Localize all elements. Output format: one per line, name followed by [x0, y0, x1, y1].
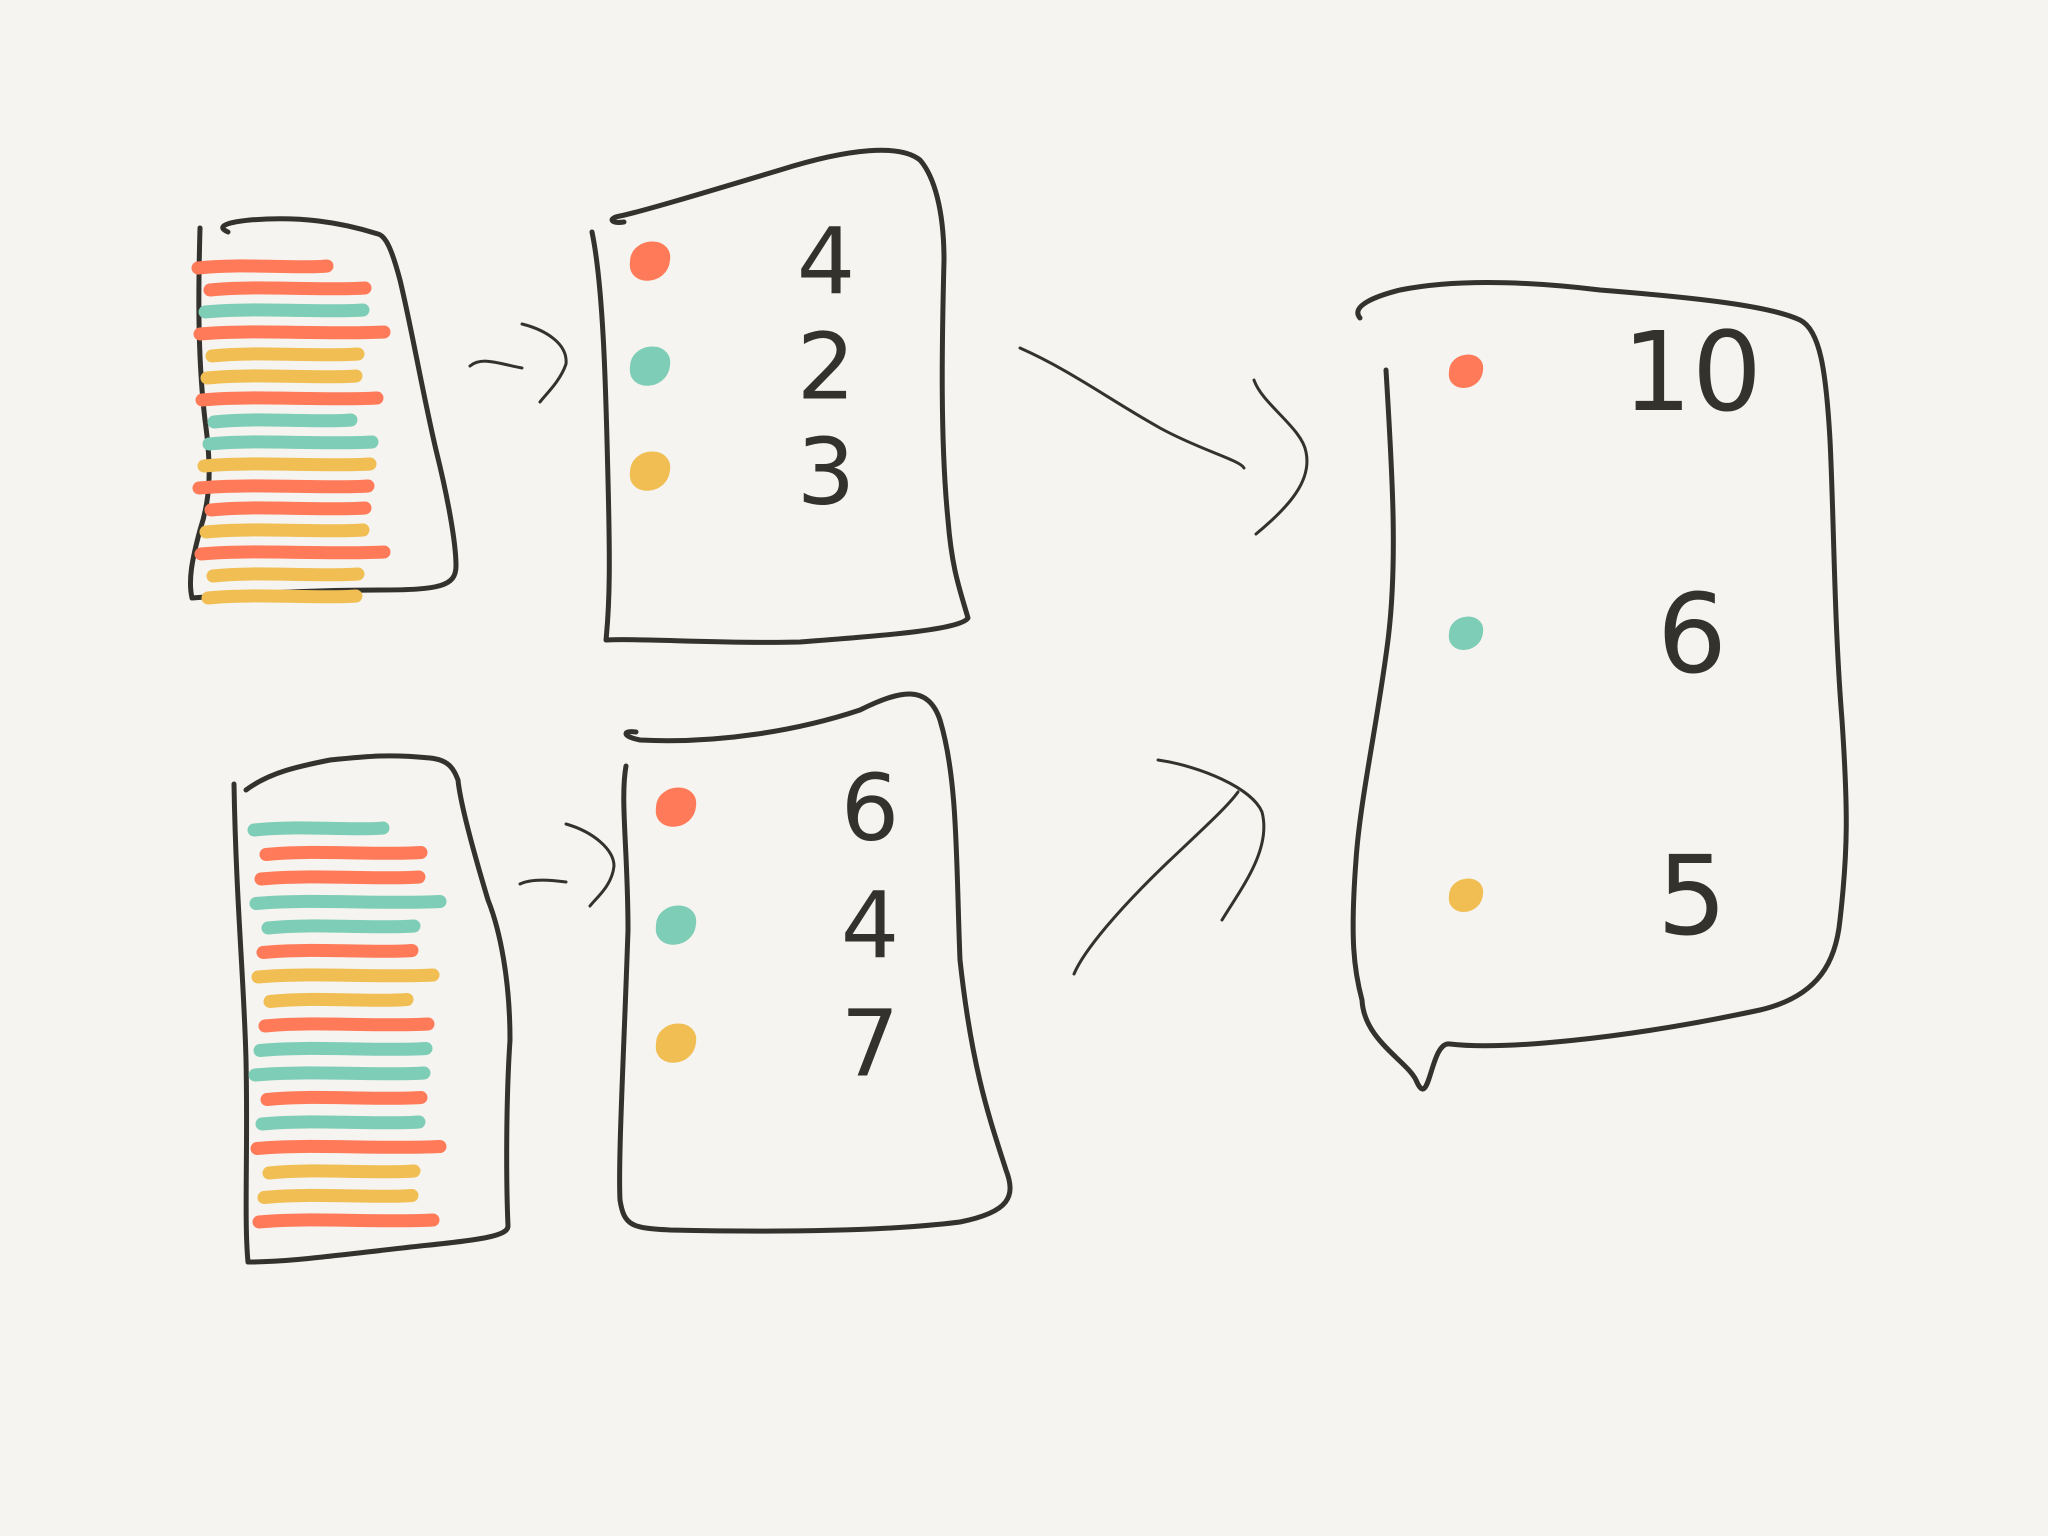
source-2-stripe-red — [254, 870, 426, 886]
partial-1-teal-count: 2 — [797, 314, 856, 421]
source-2-stripe-teal — [249, 894, 447, 910]
source-1-stripe-yellow — [206, 567, 365, 583]
source-1-stripe-red — [204, 501, 372, 517]
result-red-swatch — [1448, 354, 1483, 388]
partial-count-document-2: 6 4 7 — [617, 691, 1013, 1234]
partial-count-document-1-outline — [589, 147, 971, 645]
result-red-count: 10 — [1622, 308, 1762, 436]
source-2-stripe-yellow — [262, 1164, 421, 1180]
source-2-stripe-red — [260, 1090, 428, 1106]
partial-1-teal-swatch — [629, 346, 671, 386]
result-yellow-swatch — [1448, 878, 1483, 912]
source-1-stripe-yellow — [197, 457, 377, 473]
result-document-outline — [1350, 279, 1849, 1092]
source-2-stripe-teal — [253, 1041, 433, 1057]
partial-2-teal-swatch — [655, 905, 697, 945]
source-2-stripe-yellow — [257, 1188, 419, 1204]
partial-count-document-2-outline — [617, 691, 1013, 1234]
partial-1-yellow-swatch — [629, 451, 671, 491]
source-1-stripe-red — [192, 479, 375, 495]
source-2-stripe-red — [256, 943, 419, 959]
partial-2-red-swatch — [655, 787, 697, 827]
source-2-stripe-yellow — [263, 992, 414, 1008]
arrow-source-1-to-partial-1 — [468, 322, 568, 404]
source-2-stripe-red — [259, 845, 428, 861]
source-2-stripe-teal — [248, 1066, 431, 1082]
source-1-stripe-teal — [207, 413, 358, 429]
source-2-stripe-red — [258, 1017, 435, 1033]
partial-2-yellow-count: 7 — [841, 991, 900, 1098]
arrow-source-2-to-partial-2 — [518, 822, 616, 908]
partial-1-red-swatch — [629, 241, 671, 281]
source-2-stripe-teal — [247, 821, 390, 837]
source-2-stripe-yellow — [251, 968, 440, 984]
partial-count-document-1: 423 — [589, 147, 971, 645]
source-1-stripe-red — [194, 545, 391, 561]
partial-2-yellow-swatch — [655, 1023, 697, 1063]
source-1-stripe-yellow — [199, 523, 370, 539]
source-1-stripe-teal — [198, 303, 370, 319]
source-document-2-outline — [231, 753, 513, 1265]
partial-count-document-2-rows: 6 4 7 — [655, 755, 900, 1098]
source-document-2-stripes — [247, 821, 447, 1229]
source-2-stripe-red — [252, 1213, 440, 1229]
source-document-2 — [231, 753, 513, 1265]
source-1-stripe-red — [191, 259, 334, 275]
arrow-partial-1-to-result — [1018, 346, 1309, 536]
partial-count-document-1-rows: 423 — [629, 209, 856, 526]
result-document: 10 6 5 — [1350, 279, 1849, 1092]
source-1-stripe-yellow — [205, 347, 365, 363]
source-document-1-stripes — [191, 259, 391, 605]
arrow-partial-2-to-result — [1072, 758, 1266, 976]
source-document-1 — [187, 216, 459, 605]
partial-1-yellow-count: 3 — [797, 419, 856, 526]
partial-2-teal-count: 4 — [841, 873, 900, 980]
source-2-stripe-teal — [255, 1115, 426, 1131]
source-2-stripe-teal — [261, 919, 421, 935]
source-1-stripe-red — [195, 391, 384, 407]
source-1-stripe-red — [193, 325, 391, 341]
source-1-stripe-teal — [202, 435, 379, 451]
partial-1-red-count: 4 — [797, 209, 856, 316]
source-1-stripe-red — [203, 281, 372, 297]
result-document-rows: 10 6 5 — [1448, 308, 1762, 960]
source-2-stripe-red — [250, 1139, 447, 1155]
source-document-1-outline — [187, 216, 459, 601]
source-1-stripe-yellow — [200, 369, 363, 385]
source-1-stripe-yellow — [201, 589, 363, 605]
partial-2-red-count: 6 — [841, 755, 900, 862]
result-teal-swatch — [1448, 616, 1483, 650]
result-teal-count: 6 — [1657, 570, 1727, 698]
result-yellow-count: 5 — [1657, 832, 1727, 960]
